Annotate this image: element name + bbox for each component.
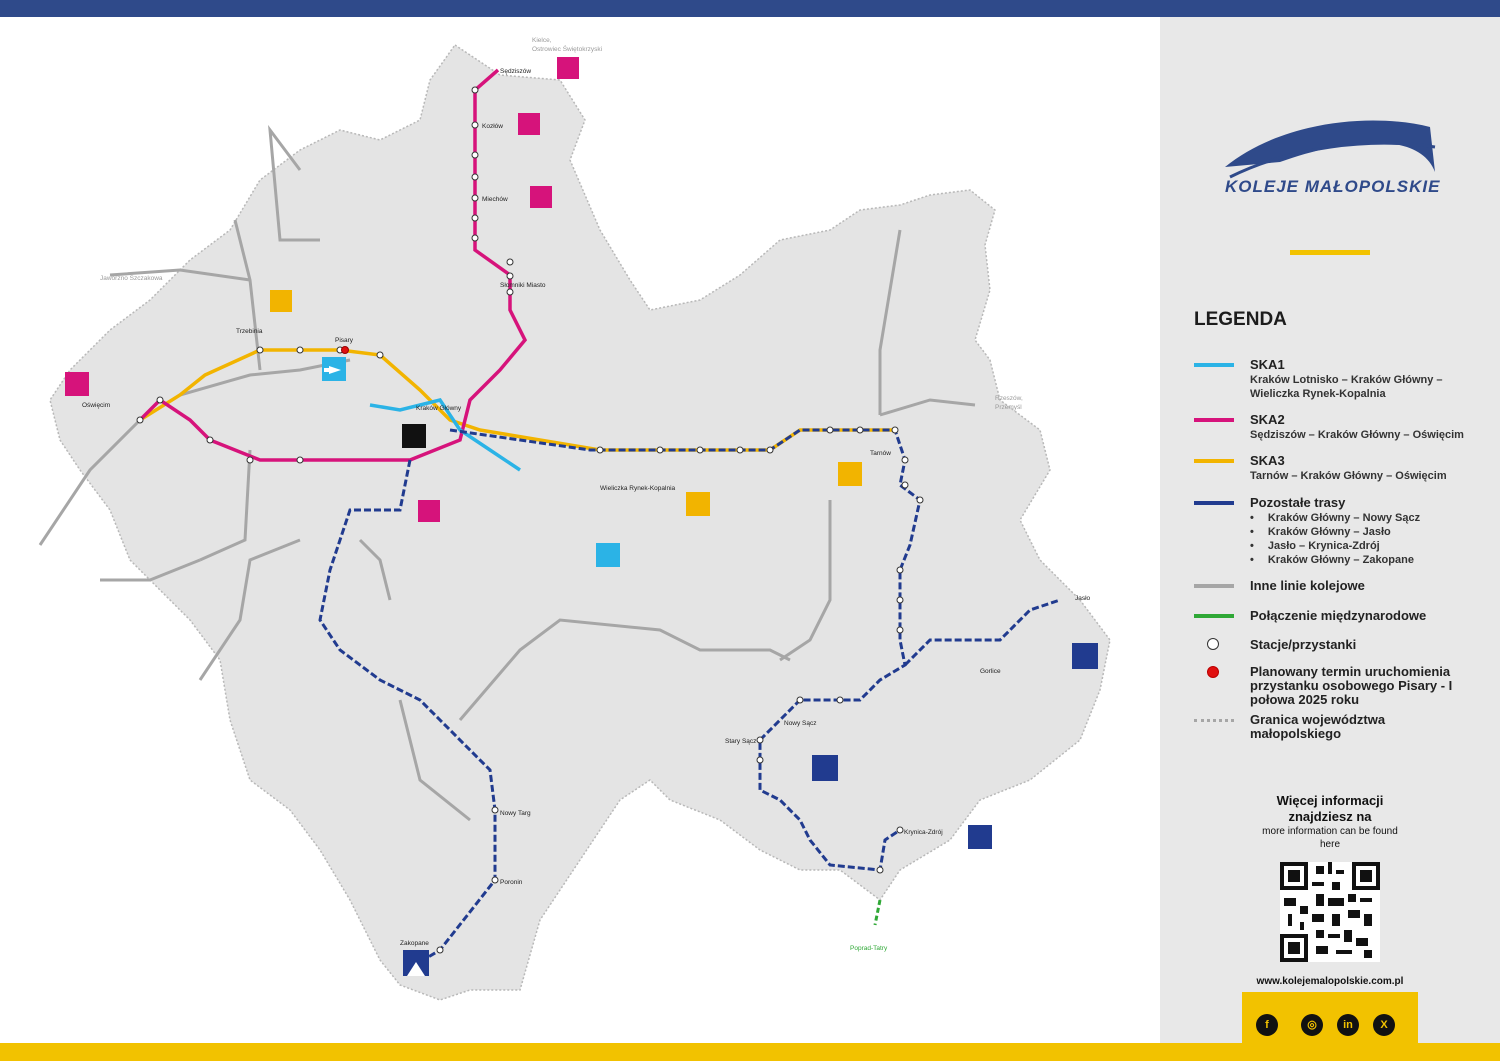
border-swatch	[1194, 719, 1234, 722]
rail-swatch	[1194, 584, 1234, 588]
palace-icon	[812, 755, 838, 781]
horseshoe-icon	[557, 57, 579, 79]
route-item: Jasło – Krynica-Zdrój	[1250, 539, 1420, 553]
top-color-bar	[0, 0, 1500, 17]
website-link[interactable]: www.kolejemalopolskie.com.pl	[1256, 976, 1404, 987]
international-line	[873, 899, 882, 926]
pickaxe-icon	[686, 492, 710, 516]
route-item: Kraków Główny – Jasło	[1250, 525, 1420, 539]
basket-icon	[1072, 643, 1098, 669]
route-item: Kraków Główny – Zakopane	[1250, 553, 1420, 567]
ska3-desc: Tarnów – Kraków Główny – Oświęcim	[1250, 470, 1447, 482]
label-nowy-sacz: Nowy Sącz	[784, 720, 817, 727]
label-kozlow: Kozłów	[482, 123, 503, 130]
station-labels: Sędziszów Kozłów Miechów Kraków Główny T…	[82, 68, 1091, 947]
bottom-color-bar	[0, 1043, 1500, 1061]
label-slomniki: Słomniki Miasto	[500, 282, 546, 289]
label-stary-sacz: Stary Sącz	[725, 738, 756, 745]
rail-map: Sędziszów Kozłów Miechów Kraków Główny T…	[0, 17, 1160, 1043]
ska2-title: SKA2	[1250, 412, 1285, 427]
goat-icon	[518, 113, 540, 135]
svg-text:Jaworzno Szczakowa: Jaworzno Szczakowa	[100, 275, 163, 282]
label-wieliczka: Wieliczka Rynek-Kopalnia	[600, 485, 676, 492]
info-subheading: more information can be found here	[1262, 826, 1398, 850]
station-dot-icon	[1207, 638, 1219, 650]
intl-swatch	[1194, 614, 1234, 618]
direction-labels: Kielce, Ostrowiec Świętokrzyski Jaworzno…	[100, 37, 1023, 952]
station-dots	[136, 86, 924, 954]
label-trzebinia: Trzebinia	[236, 328, 263, 335]
instagram-icon[interactable]: ◎	[1301, 1014, 1323, 1036]
x-icon[interactable]: X	[1373, 1014, 1395, 1036]
svg-text:Poprad-Tatry: Poprad-Tatry	[850, 945, 888, 952]
other-routes-list: Kraków Główny – Nowy Sącz Kraków Główny …	[1250, 511, 1420, 567]
linkedin-icon[interactable]: in	[1337, 1014, 1359, 1036]
sword-icon	[418, 500, 440, 522]
svg-text:Rzeszów,: Rzeszów,	[995, 395, 1023, 402]
intl-title: Połączenie międzynarodowe	[1250, 608, 1427, 623]
castle-icon	[65, 372, 89, 396]
legend-panel: KOLEJE MAŁOPOLSKIE LEGENDA SKA1 Kraków L…	[1160, 17, 1500, 1060]
svg-text:Ostrowiec Świętokrzyski: Ostrowiec Świętokrzyski	[532, 44, 602, 53]
label-oswiecim: Oświęcim	[82, 402, 110, 409]
brand-divider	[1290, 250, 1370, 255]
facebook-icon[interactable]: f	[1256, 1014, 1278, 1036]
ska2-line	[138, 68, 528, 462]
other-rail-lines	[38, 124, 976, 822]
info-heading: Więcej informacji znajdziesz na	[1276, 793, 1384, 824]
stations-title: Stacje/przystanki	[1250, 637, 1357, 652]
label-krynica: Krynica-Zdrój	[904, 829, 943, 836]
ska1-title: SKA1	[1250, 357, 1285, 372]
other-swatch	[1194, 501, 1234, 505]
pisary-planned-dot	[341, 346, 349, 354]
planned-dot-icon	[1207, 666, 1219, 678]
label-gorlice: Gorlice	[980, 668, 1001, 675]
label-tarnow: Tarnów	[870, 450, 891, 457]
other-title: Pozostałe trasy	[1250, 495, 1346, 510]
label-zakopane: Zakopane	[400, 940, 429, 947]
label-poronin: Poronin	[500, 879, 523, 886]
legend-title: LEGENDA	[1194, 309, 1287, 330]
ska1-swatch	[1194, 363, 1234, 367]
label-nowy-targ: Nowy Targ	[500, 810, 531, 817]
region-shape	[49, 43, 1111, 1001]
townhall-icon	[838, 462, 862, 486]
qr-code-icon[interactable]	[1280, 862, 1380, 962]
label-miechow: Miechów	[482, 196, 508, 203]
border-title: Granica województwa małopolskiego	[1250, 712, 1386, 741]
cathedral-icon	[402, 424, 426, 448]
label-jaslo: Jasło	[1075, 595, 1091, 602]
church-icon	[530, 186, 552, 208]
label-pisary: Pisary	[335, 337, 354, 344]
ska1-desc: Kraków Lotnisko – Kraków Główny – Wielic…	[1250, 374, 1443, 400]
label-sedziszow: Sędziszów	[500, 68, 531, 75]
factory-icon	[270, 290, 292, 312]
pictograms	[65, 57, 1098, 976]
svg-text:Kielce,: Kielce,	[532, 37, 552, 44]
svg-text:Przemyśl: Przemyśl	[995, 404, 1022, 411]
ska1-line	[369, 398, 521, 472]
ska2-desc: Sędziszów – Kraków Główny – Oświęcim	[1250, 429, 1464, 441]
map-svg: Sędziszów Kozłów Miechów Kraków Główny T…	[38, 37, 1111, 1001]
label-krakow-glowny: Kraków Główny	[416, 405, 462, 412]
fountain-icon	[968, 825, 992, 849]
planned-title: Planowany termin uruchomienia przystanku…	[1250, 664, 1453, 707]
brand-name: KOLEJE MAŁOPOLSKIE	[1225, 177, 1441, 196]
ska3-title: SKA3	[1250, 453, 1285, 468]
ska3-swatch	[1194, 459, 1234, 463]
route-item: Kraków Główny – Nowy Sącz	[1250, 511, 1420, 525]
ska2-swatch	[1194, 418, 1234, 422]
mine-cart-icon	[596, 543, 620, 567]
rail-title: Inne linie kolejowe	[1250, 578, 1365, 593]
brand-logo-icon	[1225, 120, 1436, 179]
